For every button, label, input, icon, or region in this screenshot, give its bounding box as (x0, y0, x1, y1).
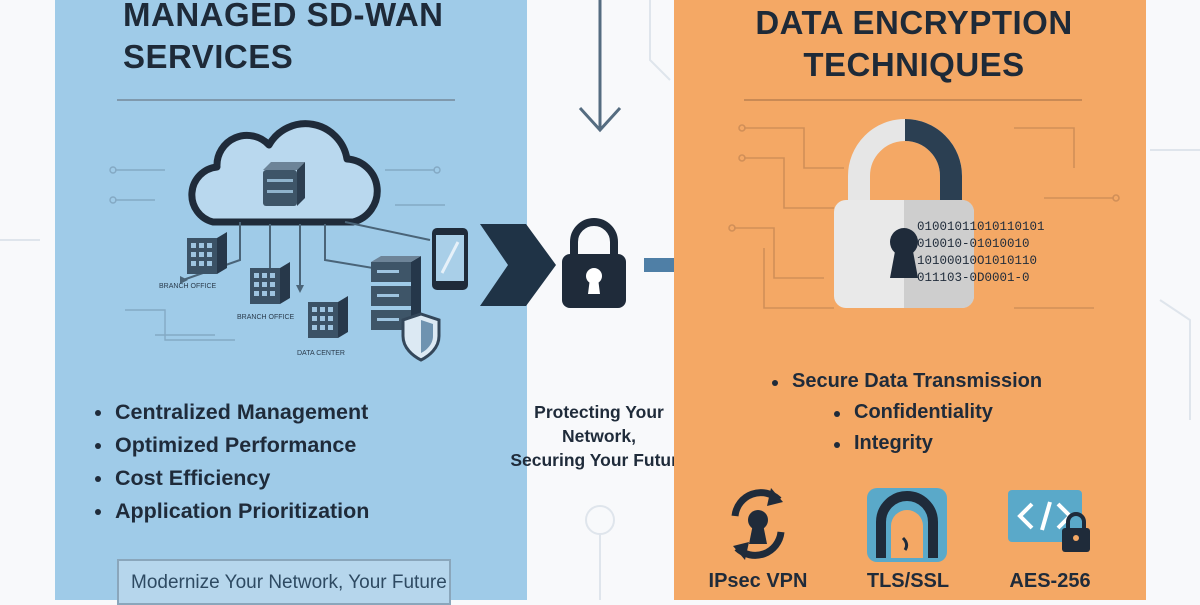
branch-office-building-2 (250, 262, 290, 304)
list-item: Optimized Performance (93, 429, 369, 462)
sd-wan-network-diagram: BRANCH OFFICE BRANCH OFFICE DATA CENTER (109, 120, 468, 362)
tagline-box: Modernize Your Network, Your Future (117, 559, 451, 605)
cloud-icon (188, 120, 381, 226)
title-divider (117, 99, 455, 101)
center-lock-icon (562, 218, 626, 308)
sd-wan-title-line1: MANAGED SD-WAN (123, 0, 444, 33)
smartphone-icon (432, 228, 468, 290)
encryption-benefits-list: Secure Data Transmission Confidentiality… (770, 366, 1042, 459)
title-divider (744, 99, 1082, 101)
binary-line-3: 10100010O1010110 (917, 254, 1037, 268)
caption-line-1: Protecting Your (534, 402, 664, 422)
binary-line-4: 011103-0D0001-0 (917, 271, 1030, 285)
encryption-title: DATA ENCRYPTION TECHNIQUES (704, 2, 1124, 86)
sd-wan-panel: MANAGED SD-WAN SERVICES (55, 0, 527, 605)
tech-label-ipsec: IPsec VPN (708, 570, 808, 592)
tech-ipsec-vpn: IPsec VPN (698, 482, 818, 592)
list-item: Secure Data Transmission (770, 366, 1042, 397)
list-item: Cost Efficiency (93, 462, 369, 495)
encryption-title-line2: TECHNIQUES (803, 46, 1025, 83)
aes-256-icon (1008, 490, 1090, 552)
binary-line-1: 01001011010110101 (917, 220, 1045, 234)
data-center-label: DATA CENTER (297, 350, 345, 357)
branch-office-label-1: BRANCH OFFICE (159, 283, 217, 290)
data-encryption-panel: DATA ENCRYPTION TECHNIQUES 0100101101011… (674, 0, 1146, 600)
sd-wan-title-line2: SERVICES (123, 38, 294, 75)
tech-tls-ssl: TLS/SSL (848, 482, 968, 592)
data-center-building (308, 296, 348, 338)
shield-icon (401, 312, 441, 362)
branch-office-label-2: BRANCH OFFICE (237, 314, 295, 321)
encryption-lock-illustration: 01001011010110101 010010-01010010 101000… (728, 119, 1120, 309)
caption-line-3: Securing Your Future (510, 450, 688, 470)
list-item: Integrity (832, 428, 1042, 459)
list-item: Application Prioritization (93, 495, 369, 528)
sd-wan-benefits-list: Centralized Management Optimized Perform… (93, 396, 369, 528)
center-caption: Protecting Your Network, Securing Your F… (492, 400, 706, 472)
tech-label-tls: TLS/SSL (866, 570, 950, 592)
list-item: Centralized Management (93, 396, 369, 429)
tech-aes-256: AES-256 (990, 482, 1110, 592)
tls-ssl-icon (867, 488, 947, 562)
branch-office-building-1 (187, 232, 227, 274)
chevron-forward-icon (480, 224, 556, 306)
encryption-title-line1: DATA ENCRYPTION (755, 4, 1073, 41)
tagline-text: Modernize Your Network, Your Future (131, 572, 447, 593)
caption-line-2: Network, (562, 426, 636, 446)
tech-label-aes: AES-256 (1009, 570, 1091, 592)
list-item: Confidentiality (832, 397, 1042, 428)
top-down-arrow-icon (578, 0, 622, 133)
binary-line-2: 010010-01010010 (917, 237, 1030, 251)
sd-wan-title: MANAGED SD-WAN SERVICES (123, 0, 513, 78)
server-stack-icon (371, 256, 421, 330)
ipsec-vpn-icon (731, 488, 785, 560)
